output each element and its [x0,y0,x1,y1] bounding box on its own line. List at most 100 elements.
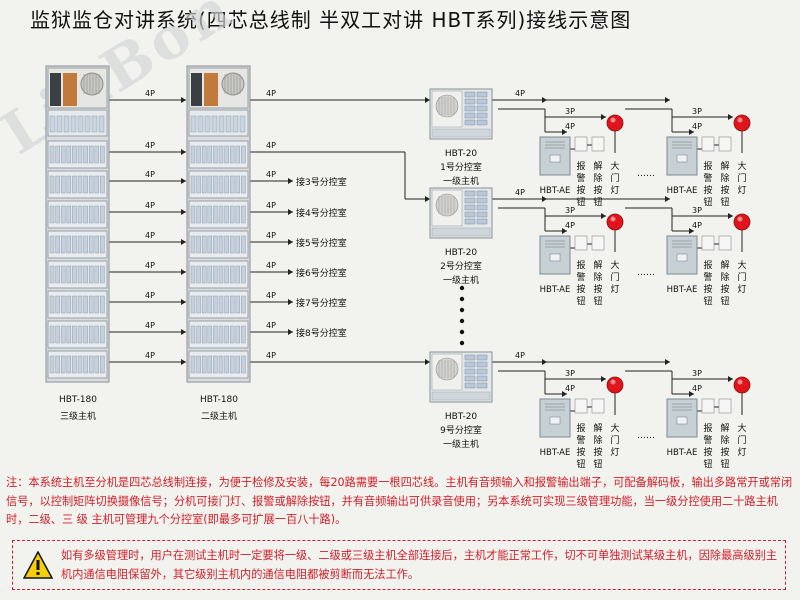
wire-label-4p: 4P [692,221,702,230]
hbt20-host-3 [429,351,493,403]
wire-label-3p: 3P [565,369,575,378]
arrow-head [425,359,430,365]
warning-box: 如有多级管理时，用户在测试主机时一定要将一级、二级或三级主机全部连接后，主机才能… [12,540,786,590]
alarm-button-device [701,136,715,152]
rack-name-label-level2: 二级主机 [201,410,237,422]
svg-text:按: 按 [720,184,729,196]
terminal-model-label: HBT-AE [667,285,698,295]
continuation-dot [459,296,465,302]
arrow-head [665,359,670,365]
svg-text:报: 报 [703,422,712,434]
svg-text:钮: 钮 [593,196,602,208]
svg-text:除: 除 [593,434,602,446]
release-button-device [591,235,605,251]
continuation-dot [459,285,465,291]
host-name-label-3: 一级主机 [443,438,479,450]
svg-text:解: 解 [720,259,729,271]
wires-layer [109,97,743,415]
labels-layer: HBT-180三级主机HBT-180二级主机4P4P4P4P4P4P4P4P4P… [59,89,747,470]
release-button-device [718,235,732,251]
arrow-head [601,213,606,219]
door-light-device [733,114,751,132]
terminal-ellipsis: …… [637,169,655,179]
wire-label-4p: 4P [145,261,155,270]
wire-label-4p: 4P [145,231,155,240]
arrow-head [562,228,567,234]
arrow-head [728,376,733,382]
hbt20-host-1 [429,88,493,140]
hbt20-host-2 [429,187,493,239]
alarm-button-device [574,235,588,251]
svg-text:按: 按 [593,446,602,458]
arrow-head [288,209,293,215]
alarm-button-device [701,235,715,251]
arrow-head [181,299,186,305]
door-light-label: 大门灯 [737,422,746,458]
release-button-label: 解除按钮 [720,160,729,208]
terminal-group [666,376,751,438]
continuation-dot [459,340,465,346]
terminal-group [539,213,624,275]
door-light-label: 大门灯 [610,422,619,458]
wire-label-3p: 3P [692,206,702,215]
svg-text:按: 按 [593,184,602,196]
arrow-head [181,149,186,155]
svg-text:报: 报 [703,259,712,271]
wire-label-3p: 3P [692,369,702,378]
release-button-label: 解除按钮 [593,160,602,208]
branch-link-label-4: 接4号分控室 [296,207,347,219]
svg-text:钮: 钮 [720,295,729,307]
release-button-label: 解除按钮 [720,422,729,470]
wire-label-4p: 4P [266,89,276,98]
svg-text:按: 按 [703,283,712,295]
svg-text:钮: 钮 [720,196,729,208]
wire-label-4p: 4P [266,351,276,360]
wire-label-4p: 4P [266,141,276,150]
terminal-group [539,114,624,176]
wire-label-4p: 4P [565,384,575,393]
alarm-button-device [574,398,588,414]
terminal-ellipsis: …… [637,268,655,278]
arrow-head [181,97,186,103]
arrow-head [288,239,293,245]
host-model-label-2: HBT-20 [445,248,478,258]
arrow-head [665,196,670,202]
wire-label-4p: 4P [266,201,276,210]
svg-text:钮: 钮 [576,196,585,208]
svg-text:门: 门 [737,271,746,283]
terminal-group [539,376,624,438]
terminal-group [666,114,751,176]
wire-label-4p: 4P [565,221,575,230]
terminal-model-label: HBT-AE [667,186,698,196]
arrow-head [288,178,293,184]
arrow-head [689,129,694,135]
arrow-head [689,391,694,397]
svg-text:按: 按 [576,184,585,196]
wire-label-4p: 4P [565,122,575,131]
arrow-head [288,299,293,305]
door-light-label: 大门灯 [737,160,746,196]
arrow-head [288,329,293,335]
arrow-head [601,376,606,382]
branch-link-label-6: 接6号分控室 [296,267,347,279]
devices-layer [45,65,751,438]
svg-text:报: 报 [576,160,585,172]
host-model-label-1: HBT-20 [445,149,478,159]
svg-text:钮: 钮 [576,295,585,307]
wire-label-4p: 4P [145,89,155,98]
arrow-head [689,228,694,234]
terminal-ellipsis: …… [637,431,655,441]
arrow-head [181,359,186,365]
branch-link-label-3: 接3号分控室 [296,176,347,188]
wire-label-4p: 4P [266,231,276,240]
svg-text:灯: 灯 [737,185,746,196]
door-light-device [606,376,624,394]
system-note: 注：本系统主机至分机是四芯总线制连接，为便于检修及安装，每20路需要一根四芯线。… [6,476,793,526]
svg-text:钮: 钮 [593,295,602,307]
wire-label-4p: 4P [692,384,702,393]
wire-label-4p: 4P [692,122,702,131]
